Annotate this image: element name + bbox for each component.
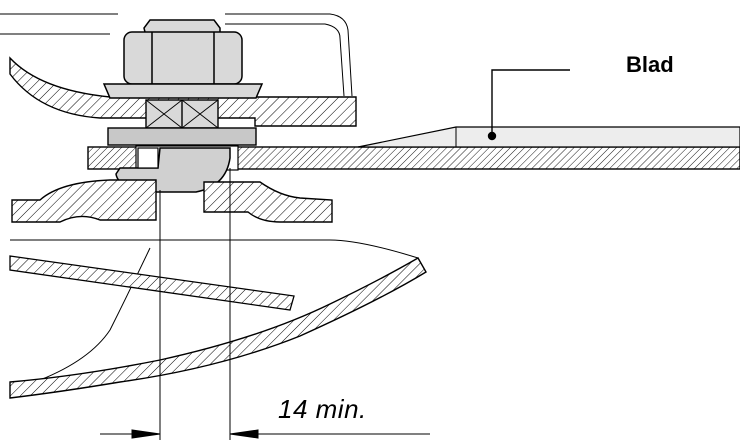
upper-flange: [9, 56, 357, 127]
inner-rib: [9, 255, 295, 311]
guard-shell: [9, 257, 427, 399]
callout-leader: [487, 69, 570, 141]
lower-bracket: [11, 179, 157, 223]
lower-bracket-right: [203, 181, 333, 223]
blade-label: Blad: [626, 52, 674, 77]
hex-nut: [102, 19, 264, 99]
blade-bevel: [357, 126, 740, 148]
washer-plate: [107, 127, 257, 146]
upper-housing-outline: [0, 13, 353, 97]
lower-housing-outline: [10, 239, 419, 381]
bolt-shank: [145, 99, 219, 129]
dimension-label: 14 min.: [278, 394, 367, 424]
dimension-lines: [100, 168, 430, 440]
